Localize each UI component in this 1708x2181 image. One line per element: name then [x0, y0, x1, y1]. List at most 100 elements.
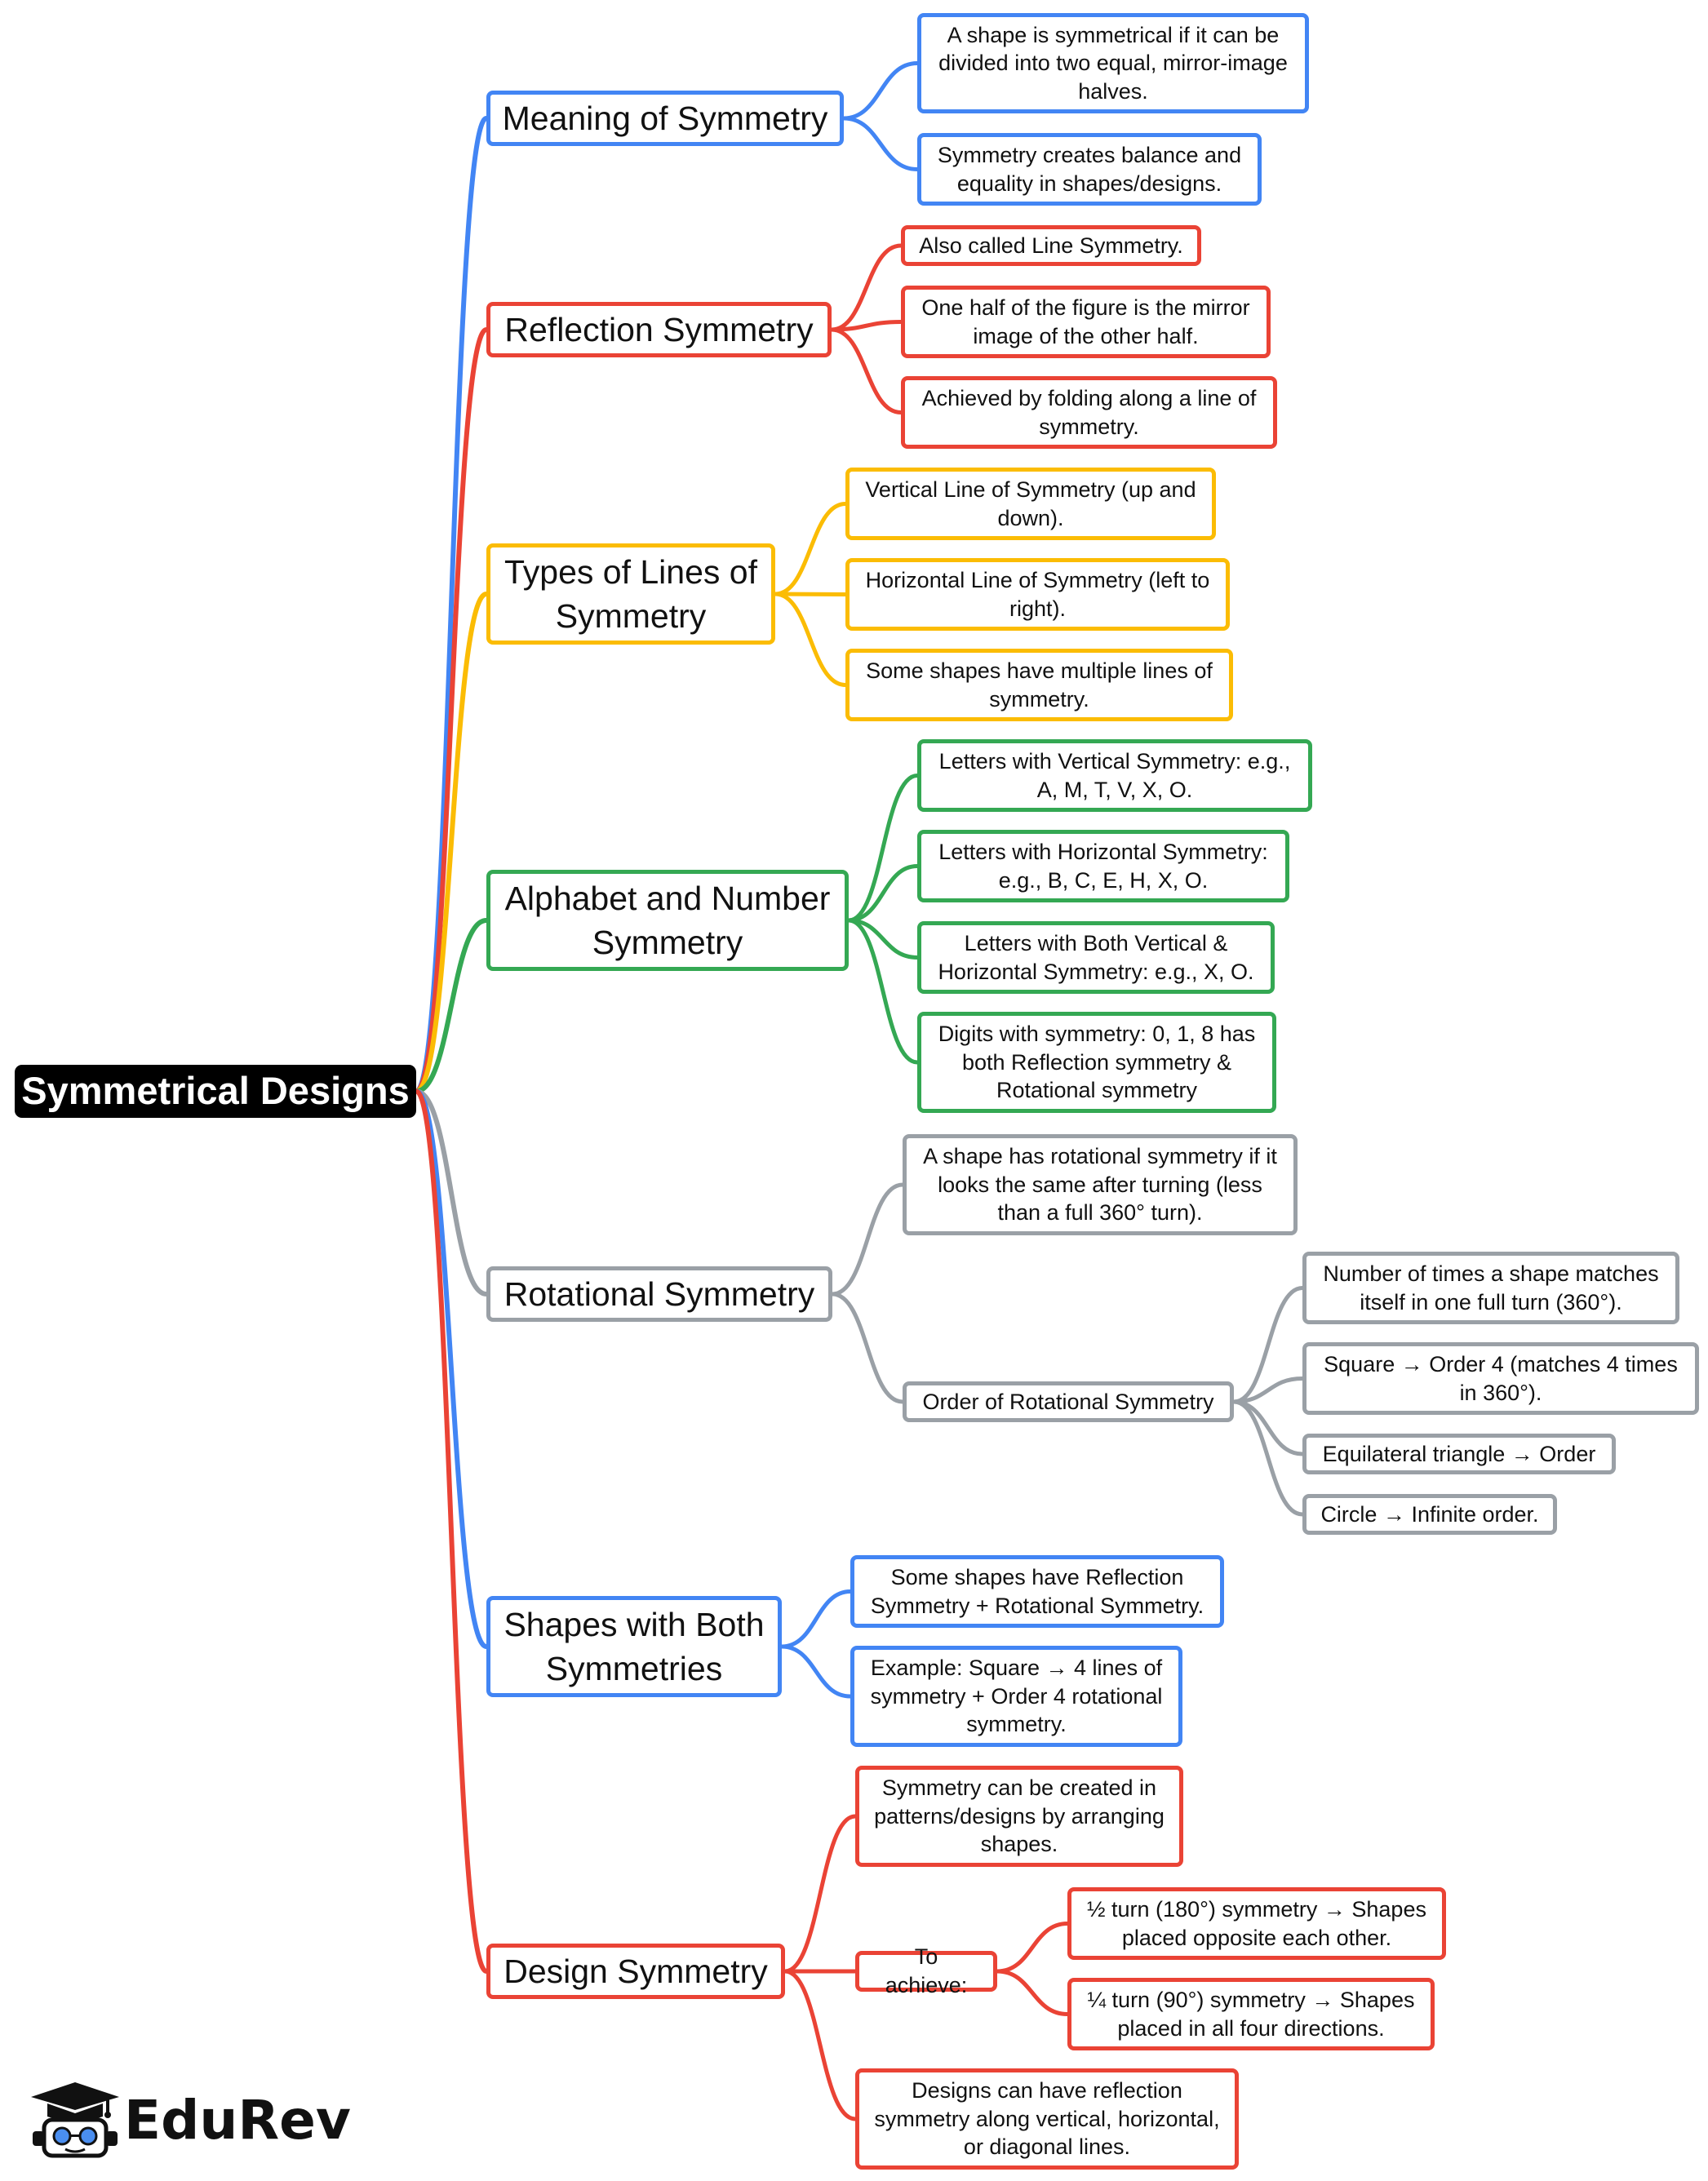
connector-reflection-1 [829, 243, 903, 332]
connector-achieve-1 [995, 1922, 1070, 1974]
node-reflection-1: Also called Line Symmetry. [901, 225, 1201, 266]
node-rotational: Rotational Symmetry [486, 1266, 832, 1322]
node-both-1: Some shapes have Reflection Symmetry + R… [850, 1555, 1224, 1628]
node-label: Equilateral triangle → Order [1322, 1441, 1596, 1466]
graduation-cap-icon [31, 2082, 119, 2158]
node-label: Design Symmetry [504, 1952, 768, 1990]
connector-order-1 [1231, 1286, 1305, 1404]
edurev-logo-text: EduRev [124, 2089, 351, 2152]
node-label: Letters with Vertical Symmetry: e.g., A,… [938, 748, 1291, 802]
node-design-3: Designs can have reflection symmetry alo… [855, 2068, 1239, 2170]
connector-alphabet-1 [846, 774, 920, 923]
node-root: Symmetrical Designs [15, 1065, 416, 1118]
node-alphabet-2: Letters with Horizontal Symmetry: e.g., … [917, 830, 1289, 902]
node-alphabet: Alphabet and Number Symmetry [486, 870, 849, 971]
node-label: Symmetry can be created in patterns/desi… [874, 1775, 1165, 1857]
node-types-1: Vertical Line of Symmetry (up and down). [845, 468, 1216, 540]
edurev-logo [31, 2082, 119, 2158]
node-label: A shape has rotational symmetry if it lo… [923, 1144, 1277, 1226]
node-label: Meaning of Symmetry [502, 99, 828, 137]
connector-design-3 [783, 1969, 858, 2121]
node-label: ¼ turn (90°) symmetry → Shapes placed in… [1087, 1987, 1415, 2041]
node-label: Symmetrical Designs [21, 1069, 410, 1113]
connector-root-both [414, 1088, 489, 1649]
connector-reflection-3 [829, 327, 903, 414]
node-rotational-2: Order of Rotational Symmetry [903, 1381, 1234, 1422]
connector-root-design [414, 1088, 489, 1974]
connector-order-2 [1231, 1376, 1305, 1404]
node-achieve-1: ½ turn (180°) symmetry → Shapes placed o… [1067, 1887, 1446, 1960]
connector-root-reflection [414, 327, 489, 1094]
connector-alphabet-2 [846, 864, 920, 923]
node-label: Designs can have reflection symmetry alo… [874, 2078, 1220, 2160]
node-label: To achieve: [885, 1944, 968, 1997]
node-order-1: Number of times a shape matches itself i… [1302, 1252, 1679, 1324]
node-alphabet-1: Letters with Vertical Symmetry: e.g., A,… [917, 739, 1312, 812]
connector-achieve-2 [995, 1969, 1070, 2016]
connector-rotational-2 [830, 1292, 905, 1404]
node-label: Rotational Symmetry [504, 1274, 815, 1313]
connector-rotational-1 [830, 1182, 905, 1297]
node-both-2: Example: Square → 4 lines of symmetry + … [850, 1646, 1182, 1747]
connector-reflection-2 [829, 320, 903, 332]
node-label: Also called Line Symmetry. [919, 233, 1183, 258]
node-order-3: Equilateral triangle → Order [1302, 1434, 1616, 1474]
connector-alphabet-4 [846, 918, 920, 1065]
node-label: Square → Order 4 (matches 4 times in 360… [1324, 1351, 1678, 1405]
node-label: Order of Rotational Symmetry [922, 1389, 1214, 1414]
connector-types-1 [773, 502, 848, 596]
node-label: Letters with Horizontal Symmetry: e.g., … [938, 839, 1268, 893]
node-label: ½ turn (180°) symmetry → Shapes placed o… [1087, 1896, 1426, 1950]
node-types-3: Some shapes have multiple lines of symme… [845, 649, 1233, 721]
connector-both-2 [779, 1644, 853, 1699]
connector-root-alphabet [414, 918, 489, 1094]
node-label: Symmetry creates balance and equality in… [937, 142, 1242, 196]
node-label: Achieved by folding along a line of symm… [921, 385, 1257, 439]
node-order-4: Circle → Infinite order. [1302, 1494, 1557, 1535]
node-label: Some shapes have multiple lines of symme… [866, 658, 1213, 711]
node-types-2: Horizontal Line of Symmetry (left to rig… [845, 558, 1230, 631]
node-design-2: To achieve: [855, 1944, 997, 1997]
node-meaning-2: Symmetry creates balance and equality in… [917, 133, 1262, 206]
node-meaning: Meaning of Symmetry [486, 91, 844, 146]
node-rotational-1: A shape has rotational symmetry if it lo… [903, 1134, 1298, 1235]
node-label: Reflection Symmetry [504, 310, 814, 348]
node-label: Circle → Infinite order. [1320, 1501, 1539, 1527]
node-design: Design Symmetry [486, 1944, 785, 1999]
node-order-2: Square → Order 4 (matches 4 times in 360… [1302, 1342, 1699, 1415]
node-label: One half of the figure is the mirror ima… [921, 295, 1250, 348]
node-both: Shapes with Both Symmetries [486, 1596, 782, 1697]
node-label: Alphabet and Number Symmetry [504, 879, 831, 961]
node-alphabet-4: Digits with symmetry: 0, 1, 8 has both R… [917, 1012, 1276, 1113]
connector-both-1 [779, 1589, 853, 1649]
node-label: Some shapes have Reflection Symmetry + R… [870, 1564, 1204, 1618]
connector-meaning-1 [841, 61, 920, 121]
node-types: Types of Lines of Symmetry [486, 543, 775, 645]
node-label: Digits with symmetry: 0, 1, 8 has both R… [938, 1022, 1256, 1103]
node-reflection-2: One half of the figure is the mirror ima… [901, 286, 1271, 358]
node-label: Shapes with Both Symmetries [504, 1605, 765, 1687]
node-label: Letters with Both Vertical & Horizontal … [938, 930, 1254, 984]
node-alphabet-3: Letters with Both Vertical & Horizontal … [917, 921, 1275, 994]
node-achieve-2: ¼ turn (90°) symmetry → Shapes placed in… [1067, 1978, 1435, 2050]
connector-root-types [414, 592, 489, 1094]
connector-types-3 [773, 592, 848, 687]
node-label: A shape is symmetrical if it can be divi… [938, 22, 1288, 104]
node-label: Types of Lines of Symmetry [504, 552, 757, 635]
node-label: Vertical Line of Symmetry (up and down). [865, 477, 1196, 530]
node-design-1: Symmetry can be created in patterns/desi… [855, 1766, 1183, 1867]
connector-types-2 [773, 592, 848, 596]
connector-meaning-2 [841, 116, 920, 171]
node-meaning-1: A shape is symmetrical if it can be divi… [917, 13, 1309, 113]
node-label: Example: Square → 4 lines of symmetry + … [870, 1656, 1163, 1737]
connector-design-1 [783, 1814, 858, 1974]
connector-order-4 [1231, 1399, 1305, 1517]
node-reflection-3: Achieved by folding along a line of symm… [901, 376, 1277, 449]
node-label: Number of times a shape matches itself i… [1323, 1261, 1659, 1314]
connector-order-3 [1231, 1399, 1305, 1456]
connector-root-rotational [414, 1088, 489, 1297]
node-label: Horizontal Line of Symmetry (left to rig… [865, 567, 1210, 621]
node-reflection: Reflection Symmetry [486, 302, 832, 357]
connector-alphabet-3 [846, 918, 920, 960]
